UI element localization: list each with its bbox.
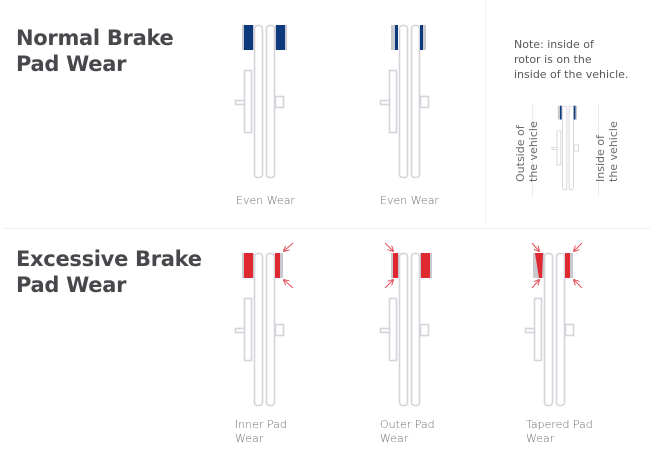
normal-title-line1: Normal Brake bbox=[16, 26, 174, 50]
caption-outer-pad-wear: Outer Pad Wear bbox=[380, 418, 435, 446]
caption-inner-pad-wear: Inner Pad Wear bbox=[235, 418, 287, 446]
note-line: Note: inside of bbox=[514, 38, 594, 51]
section-divider bbox=[4, 228, 650, 229]
excessive-wear-title: Excessive Brake Pad Wear bbox=[16, 246, 202, 298]
diagram-tapered-pad-wear bbox=[524, 242, 583, 407]
outside-vehicle-label: Outside of the vehicle bbox=[514, 121, 540, 182]
label-line: the vehicle bbox=[607, 121, 620, 182]
caption-even-wear-2: Even Wear bbox=[380, 194, 439, 207]
excessive-title-line2: Pad Wear bbox=[16, 273, 127, 297]
label-line: the vehicle bbox=[527, 121, 540, 182]
caption-line: Tapered Pad bbox=[526, 418, 593, 431]
caption-line: Wear bbox=[235, 432, 264, 445]
legend-mini-diagram bbox=[532, 103, 599, 197]
note-line: rotor is on the bbox=[514, 53, 592, 66]
label-line: Outside of bbox=[514, 125, 527, 182]
normal-title-line2: Pad Wear bbox=[16, 52, 127, 76]
inside-vehicle-label: Inside of the vehicle bbox=[594, 121, 620, 182]
caption-line: Wear bbox=[380, 432, 409, 445]
vertical-divider bbox=[485, 0, 486, 222]
label-line: Inside of bbox=[594, 135, 607, 182]
diagram-inner-pad-wear bbox=[234, 242, 294, 407]
caption-even-wear-1: Even Wear bbox=[236, 194, 295, 207]
caption-line: Inner Pad bbox=[235, 418, 287, 431]
diagram-outer-pad-wear bbox=[379, 242, 432, 407]
diagram-even-wear-1 bbox=[234, 24, 287, 179]
caption-line: Wear bbox=[526, 432, 555, 445]
diagram-even-wear-2 bbox=[379, 24, 430, 179]
legend-note: Note: inside of rotor is on the inside o… bbox=[514, 37, 644, 82]
note-line: inside of the vehicle. bbox=[514, 68, 629, 81]
caption-line: Outer Pad bbox=[380, 418, 435, 431]
normal-wear-title: Normal Brake Pad Wear bbox=[16, 25, 174, 77]
caption-tapered-pad-wear: Tapered Pad Wear bbox=[526, 418, 593, 446]
excessive-title-line1: Excessive Brake bbox=[16, 247, 202, 271]
